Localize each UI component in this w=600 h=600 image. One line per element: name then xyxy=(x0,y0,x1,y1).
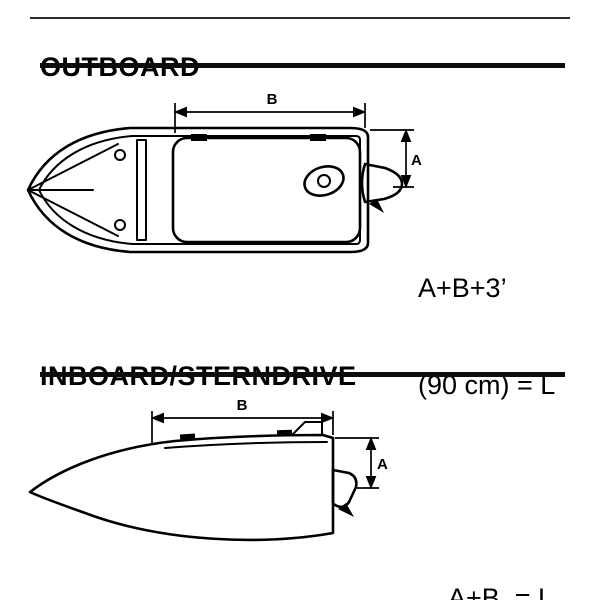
bow-cleat-bottom xyxy=(114,219,126,231)
dimension-b: B xyxy=(150,397,335,445)
sterndrive-unit xyxy=(331,468,358,509)
deck-cleat-mark-2 xyxy=(276,429,293,436)
top-border-line xyxy=(30,17,570,19)
dim-a-label: A xyxy=(377,456,388,473)
inboard-formula-line-1: A+B = L xyxy=(448,582,554,600)
engine-cowling xyxy=(303,165,345,197)
boat-side-view xyxy=(28,421,358,542)
deck-line xyxy=(164,441,328,449)
hull-outline xyxy=(26,126,370,254)
outboard-boat-diagram: B A xyxy=(26,91,422,254)
dim-b-label: B xyxy=(267,91,278,108)
outboard-formula-line-1: A+B+3’ xyxy=(418,272,507,303)
inboard-boat-diagram: B A xyxy=(28,397,388,542)
boat-top-view xyxy=(26,126,404,254)
dim-b-label: B xyxy=(237,397,248,414)
dim-a-label: A xyxy=(411,152,422,169)
hull-outline xyxy=(28,433,335,542)
outboard-divider xyxy=(40,63,565,68)
dimension-a: A xyxy=(335,436,388,490)
bow-bulkhead xyxy=(136,139,147,241)
inboard-divider xyxy=(40,372,565,377)
outboard-motor-body xyxy=(360,162,404,204)
deck-cleat-mark-1 xyxy=(179,433,196,440)
motor-skeg xyxy=(369,199,384,213)
dimension-a: A xyxy=(370,128,422,189)
sterndrive-skeg xyxy=(338,503,354,517)
cockpit-outline xyxy=(171,136,362,244)
deck-cleat-mark-2 xyxy=(310,134,326,141)
dimension-b: B xyxy=(173,91,367,133)
deck-cleat-mark-1 xyxy=(191,134,207,141)
engine-hub xyxy=(317,174,331,188)
outboard-formula: A+B+3’ (90 cm) = L xyxy=(418,207,555,466)
inboard-formula: A+B = L xyxy=(448,517,553,600)
windshield xyxy=(291,421,323,436)
bow-cleat-top xyxy=(114,149,126,161)
bow-chine-lines xyxy=(27,143,119,237)
